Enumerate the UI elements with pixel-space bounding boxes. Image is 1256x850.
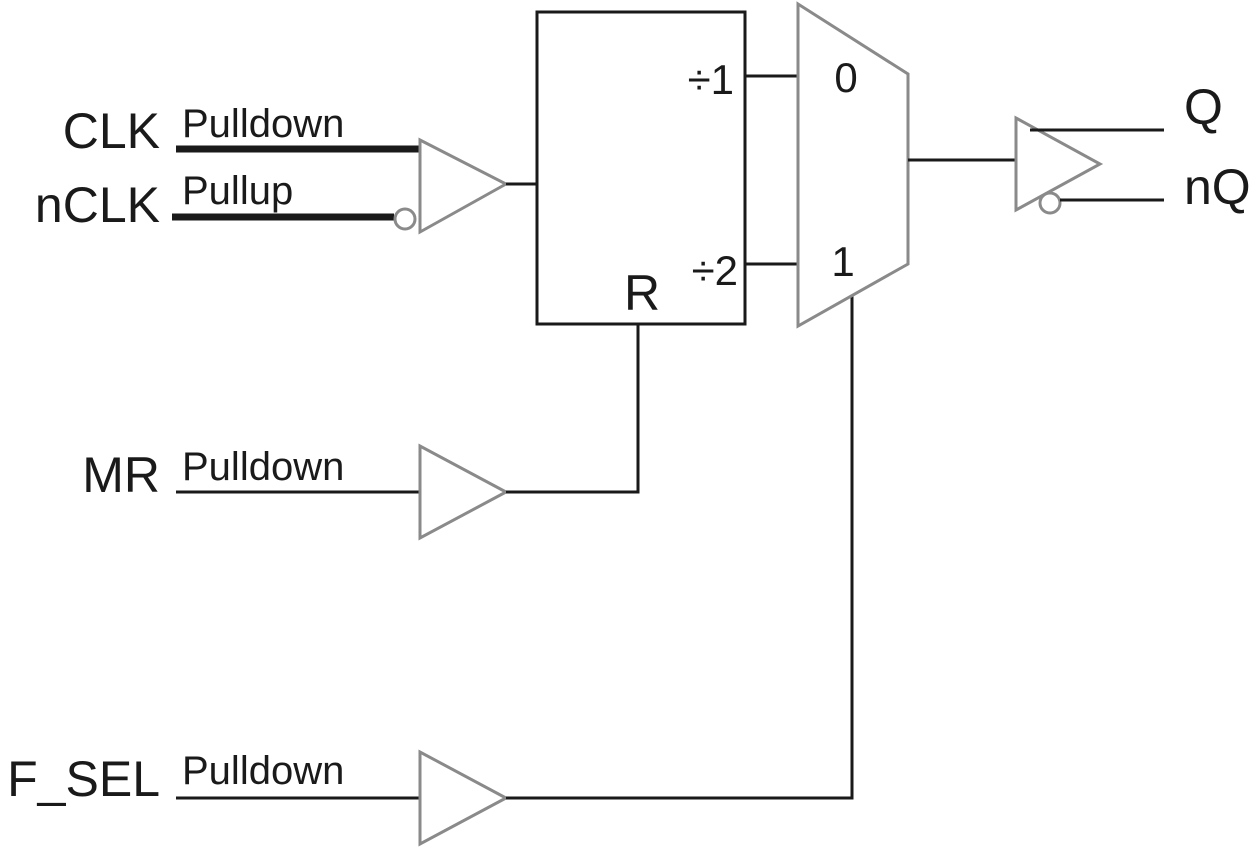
divide-by-1-output-label: ÷1	[688, 56, 734, 103]
mux-input-0-label: 0	[834, 54, 857, 101]
f-sel-label: F_SEL	[7, 751, 160, 807]
mr-input-buffer	[418, 443, 510, 541]
divide-by-2-output-label: ÷2	[692, 247, 738, 294]
reset-pin-label: R	[624, 265, 660, 321]
output-buffer	[1014, 115, 1104, 213]
nclk-bias-label: Pullup	[182, 169, 293, 213]
f-sel-input-buffer	[418, 749, 510, 847]
clk-bias-label: Pulldown	[182, 102, 344, 146]
f-sel-to-mux-select-wire	[506, 290, 854, 800]
nclk-inversion-bubble	[393, 207, 417, 231]
q-output-label: Q	[1184, 79, 1223, 135]
mr-bias-label: Pulldown	[182, 445, 344, 489]
clk-input-buffer	[418, 137, 510, 235]
mr-label: MR	[82, 447, 160, 503]
nclk-label: nCLK	[35, 177, 160, 233]
divider-block	[535, 10, 747, 326]
output-mux	[796, 1, 910, 329]
clk-label: CLK	[63, 103, 160, 159]
mr-to-reset-wire	[506, 324, 640, 494]
mux-input-1-label: 1	[831, 238, 854, 285]
f-sel-bias-label: Pulldown	[182, 749, 344, 793]
nq-inversion-bubble	[1038, 191, 1062, 215]
nq-output-label: nQ	[1184, 159, 1251, 215]
